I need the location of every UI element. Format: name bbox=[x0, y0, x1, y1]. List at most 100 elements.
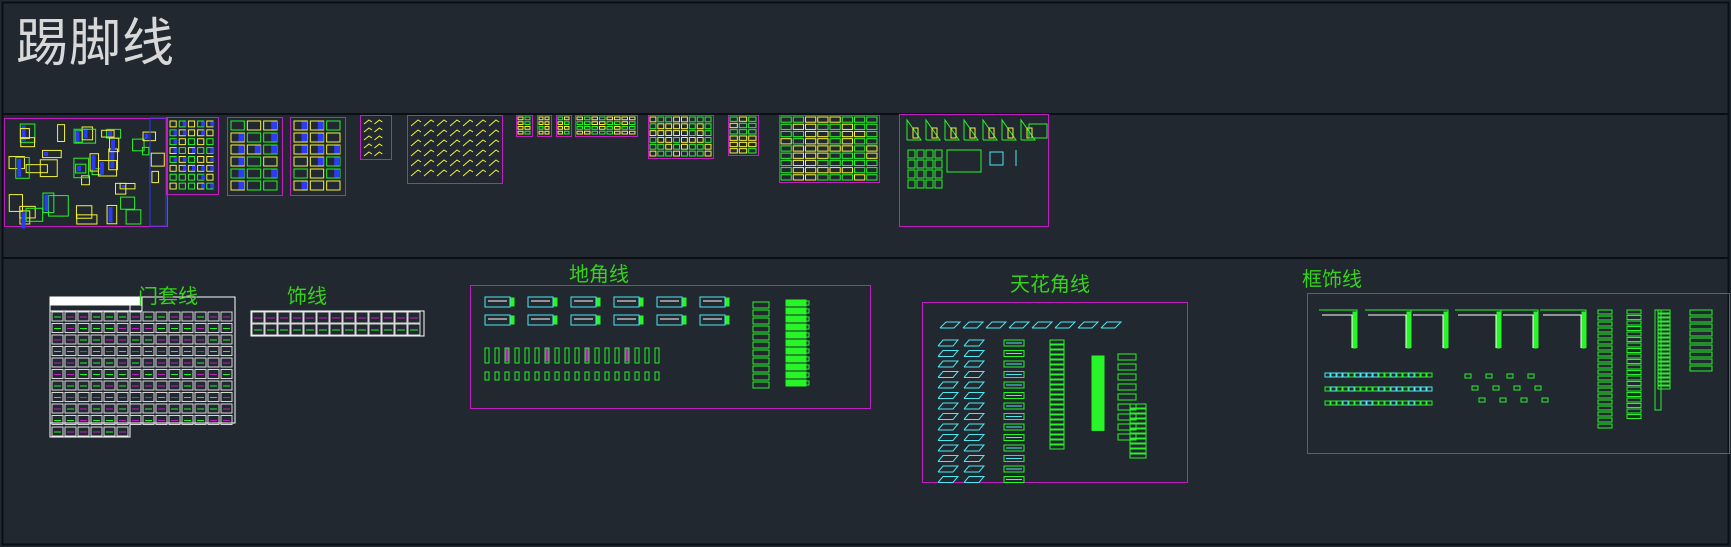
profile-shape bbox=[657, 123, 665, 130]
profile-fill bbox=[182, 165, 187, 171]
table-cell bbox=[168, 392, 181, 402]
table-cell bbox=[77, 323, 90, 333]
profile-shape bbox=[584, 130, 591, 135]
profile-slant bbox=[963, 339, 986, 347]
profile-shape bbox=[1689, 309, 1713, 316]
profile-slant bbox=[939, 321, 962, 329]
profile-slant bbox=[937, 413, 960, 420]
table-cell bbox=[116, 369, 129, 379]
profile-shape bbox=[591, 130, 598, 135]
profile-fill bbox=[505, 348, 509, 362]
profile-fill bbox=[99, 162, 104, 175]
profile-slant bbox=[937, 444, 960, 452]
profile-diagonal bbox=[363, 143, 373, 149]
profile-shape bbox=[1597, 393, 1613, 399]
table-cell bbox=[103, 380, 116, 391]
frame-corner-inner bbox=[1413, 314, 1444, 348]
profile-shape bbox=[594, 347, 600, 364]
profile-shape bbox=[1626, 381, 1642, 386]
profile-shape bbox=[178, 182, 186, 190]
profile-diagonal bbox=[374, 143, 383, 149]
profile-shape bbox=[841, 145, 853, 152]
profile-shape bbox=[752, 325, 770, 333]
profile-shape bbox=[934, 179, 943, 189]
profile-shape bbox=[738, 129, 748, 135]
table-cell bbox=[77, 369, 90, 379]
profile-shape bbox=[752, 357, 770, 365]
profile-fill bbox=[545, 348, 549, 362]
profile-fill bbox=[210, 121, 215, 127]
table-cell bbox=[77, 346, 90, 356]
table-cell bbox=[103, 357, 116, 368]
table-cell bbox=[220, 369, 233, 379]
profile-shape bbox=[621, 121, 628, 125]
label-decor-line: 饰线 bbox=[287, 284, 327, 308]
profile-shape bbox=[206, 173, 214, 181]
table-cell bbox=[64, 334, 77, 345]
profile-shape bbox=[484, 371, 490, 381]
profile-shape bbox=[187, 156, 196, 163]
profile-shape bbox=[1597, 321, 1613, 327]
profile-shape bbox=[696, 123, 704, 130]
profile-fill bbox=[317, 145, 324, 154]
profile-shape bbox=[1117, 383, 1137, 391]
table-cell bbox=[407, 323, 421, 336]
profile-shape bbox=[738, 135, 748, 141]
table-cell bbox=[155, 311, 168, 322]
profile-shape bbox=[656, 314, 683, 326]
profile-shape bbox=[484, 347, 490, 364]
profile-shape bbox=[1049, 339, 1065, 345]
table-cell bbox=[168, 403, 181, 414]
table-cell bbox=[181, 357, 194, 368]
profile-shape bbox=[517, 130, 524, 135]
profile-shape bbox=[649, 150, 657, 157]
profile-fill bbox=[182, 121, 187, 127]
profile-fill bbox=[785, 299, 807, 307]
profile-shape bbox=[564, 121, 570, 125]
profile-shape bbox=[1492, 385, 1500, 391]
profile-shape bbox=[854, 145, 866, 152]
table-cell bbox=[64, 369, 77, 379]
table-cell bbox=[51, 334, 64, 345]
table-cell bbox=[181, 311, 194, 322]
profile-fill bbox=[334, 169, 341, 178]
profile-diagonal bbox=[475, 149, 487, 157]
profile-shape bbox=[1336, 372, 1343, 378]
profile-shape bbox=[1330, 386, 1337, 392]
table-cell bbox=[168, 323, 181, 333]
profile-fill bbox=[1443, 311, 1448, 349]
profile-shape bbox=[817, 116, 829, 123]
profile-shape bbox=[1426, 372, 1433, 378]
profile-shape bbox=[527, 314, 554, 326]
profile-shape bbox=[649, 116, 657, 123]
profile-fill bbox=[1091, 375, 1105, 380]
profile-slant bbox=[937, 402, 960, 410]
profile-shape bbox=[591, 116, 598, 121]
profile-fill bbox=[1091, 369, 1105, 374]
table-cell bbox=[64, 403, 77, 414]
profile-shape bbox=[494, 347, 500, 364]
profile-fill bbox=[785, 347, 807, 355]
table-cell bbox=[103, 323, 116, 333]
table-cell bbox=[90, 357, 103, 368]
profile-diagonal bbox=[363, 127, 373, 133]
profile-diagonal bbox=[488, 169, 500, 177]
profile-diagonal bbox=[449, 139, 461, 147]
table-cell bbox=[64, 311, 77, 322]
profile-shape bbox=[696, 150, 704, 157]
table-cell bbox=[368, 311, 382, 324]
profile-slant bbox=[963, 413, 986, 420]
profile-shape bbox=[42, 192, 55, 214]
profile-shape bbox=[1478, 397, 1486, 403]
profile-shape bbox=[1003, 423, 1025, 431]
profile-shape bbox=[817, 130, 829, 138]
profile-shape bbox=[524, 347, 530, 364]
profile-shape bbox=[854, 123, 866, 130]
profile-shape bbox=[557, 121, 563, 125]
profile-shape bbox=[1626, 353, 1642, 359]
table-cell bbox=[194, 323, 207, 333]
table-cell bbox=[90, 346, 103, 356]
profile-shape bbox=[1626, 397, 1642, 403]
